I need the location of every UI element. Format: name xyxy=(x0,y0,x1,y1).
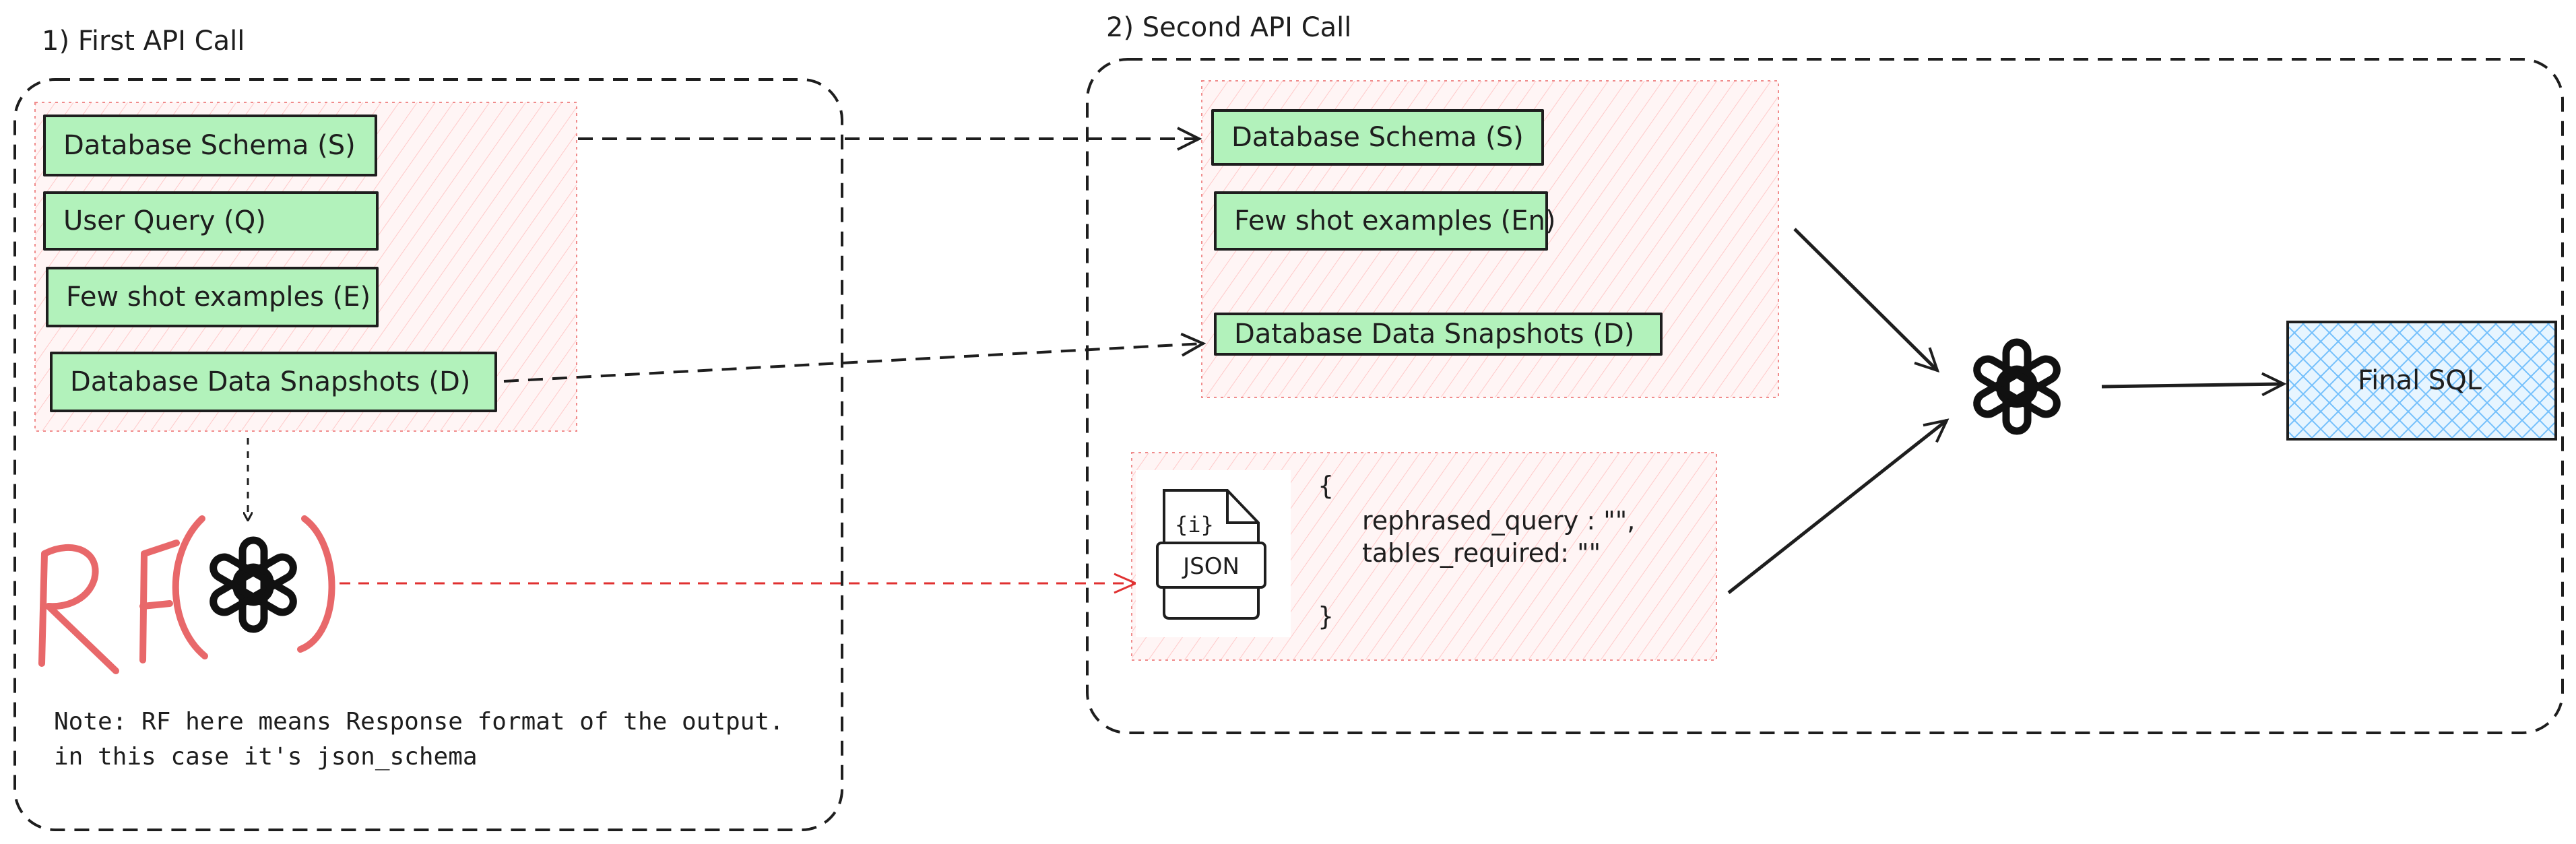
first-few-shot-chip: Few shot examples (E) xyxy=(46,267,379,327)
openai-logo-icon xyxy=(210,536,297,633)
first-schema-chip: Database Schema (S) xyxy=(43,115,377,176)
rf-response-format-mark xyxy=(38,515,335,674)
second-call-frame xyxy=(1086,58,2564,734)
json-icon-tag: {i} xyxy=(1175,512,1214,538)
first-user-query-chip: User Query (Q) xyxy=(43,191,379,251)
second-schema-chip: Database Schema (S) xyxy=(1211,109,1544,166)
snapshots-connector-arrow xyxy=(503,344,1203,383)
note-line-1: Note: RF here means Response format of t… xyxy=(54,708,784,736)
second-call-title: 2) Second API Call xyxy=(1106,12,1352,43)
json-open-brace: { xyxy=(1318,471,1334,500)
final-sql-box xyxy=(2286,321,2557,441)
first-call-frame xyxy=(13,78,843,831)
json-rephrased-query: rephrased_query : "", xyxy=(1362,506,1636,535)
first-call-title: 1) First API Call xyxy=(42,26,245,57)
json-icon-label: JSON xyxy=(1182,553,1239,580)
json-close-brace: } xyxy=(1318,602,1334,631)
inputs-to-llm-arrow xyxy=(1793,228,1937,370)
json-to-llm-arrow xyxy=(1727,420,1947,594)
second-few-shot-chip: Few shot examples (En) xyxy=(1214,191,1555,251)
second-snapshots-chip: Database Data Snapshots (D) xyxy=(1214,313,1663,356)
openai-logo-icon xyxy=(1973,338,2061,435)
json-tables-required: tables_required: "" xyxy=(1362,538,1601,568)
final-sql-label: Final SQL xyxy=(2358,365,2482,396)
note-line-2: in this case it's json_schema xyxy=(54,743,478,771)
first-snapshots-chip: Database Data Snapshots (D) xyxy=(50,352,497,412)
llm-to-final-sql-arrow xyxy=(2101,384,2284,387)
json-file-icon: {i} JSON xyxy=(1136,470,1291,637)
